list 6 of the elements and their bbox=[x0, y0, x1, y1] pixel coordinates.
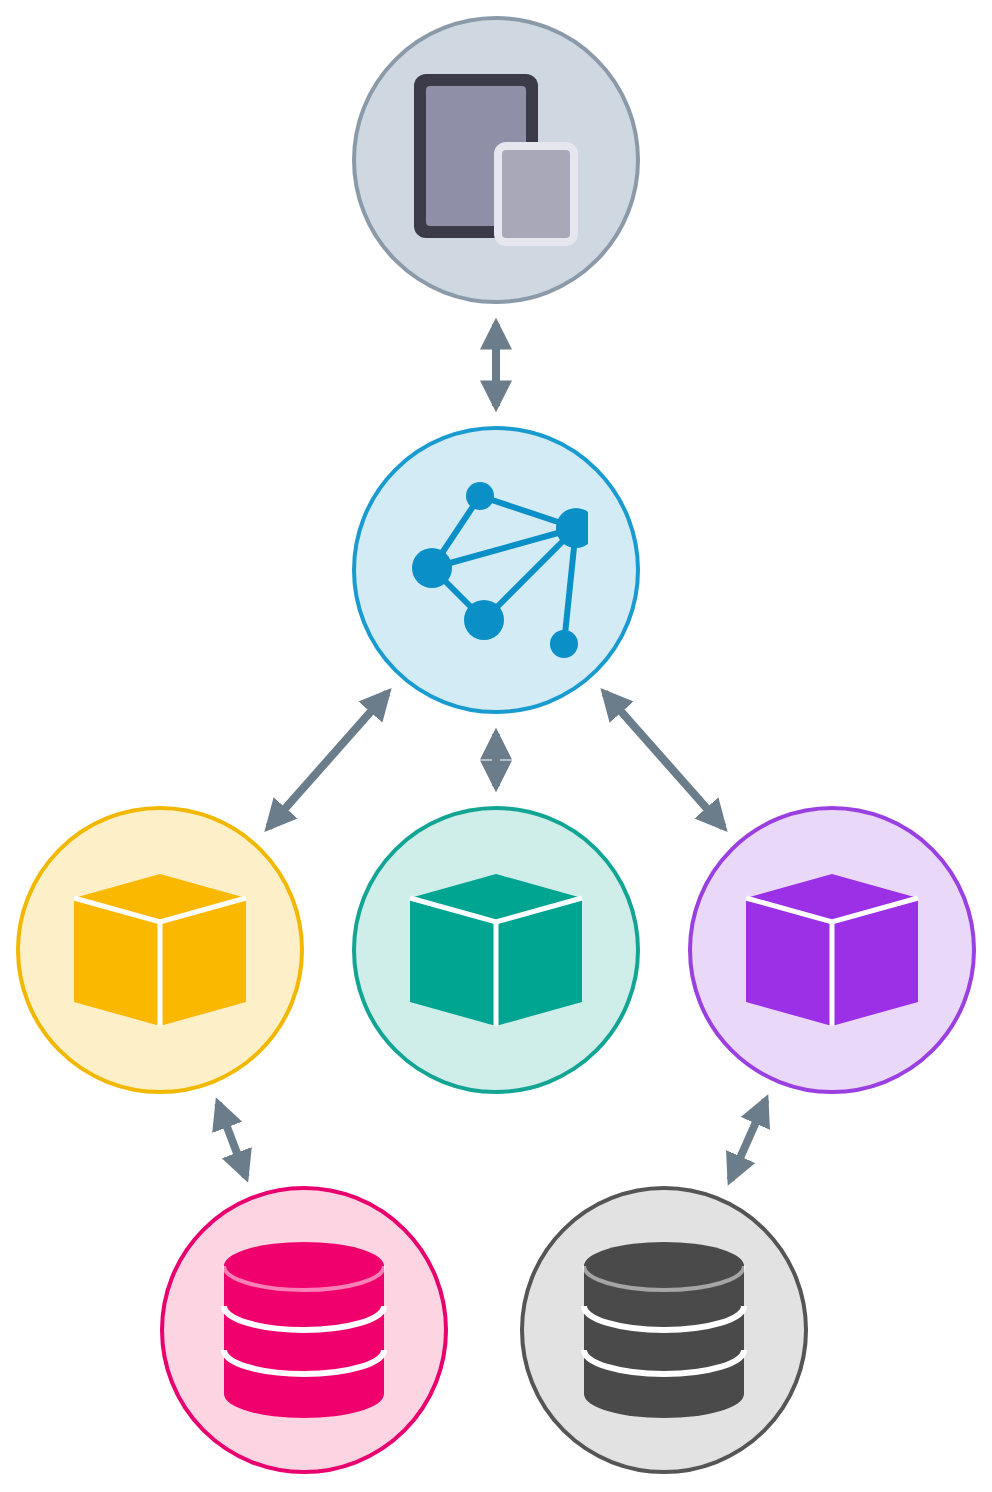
double-arrow bbox=[212, 1097, 252, 1183]
double-arrow bbox=[726, 1094, 770, 1186]
double-arrow bbox=[264, 688, 392, 832]
double-arrow bbox=[480, 317, 512, 413]
double-arrow bbox=[600, 688, 728, 832]
double-arrow bbox=[480, 727, 512, 793]
